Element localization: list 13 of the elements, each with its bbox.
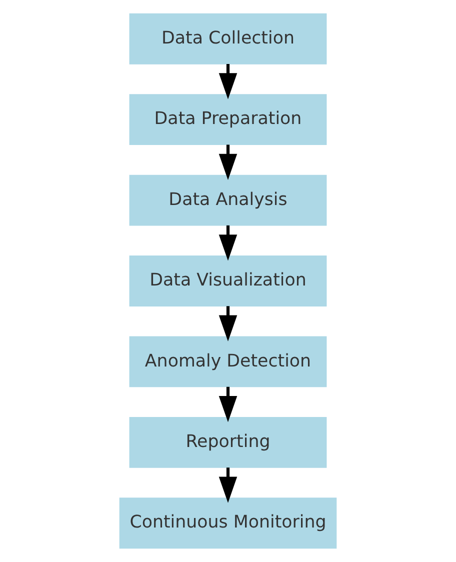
node-box: Reporting (129, 416, 327, 468)
node-box: Data Preparation (129, 94, 327, 146)
node-box: Data Visualization (129, 256, 327, 306)
node-box: Data Collection (129, 13, 327, 64)
arrow (218, 306, 238, 342)
arrow (218, 225, 238, 261)
node-box: Continuous Monitoring (119, 498, 337, 549)
arrow (218, 144, 238, 180)
arrow (218, 386, 238, 422)
arrow (218, 64, 238, 100)
arrow (218, 468, 238, 503)
node-box: Data Analysis (129, 174, 327, 226)
node-box: Anomaly Detection (129, 336, 327, 388)
